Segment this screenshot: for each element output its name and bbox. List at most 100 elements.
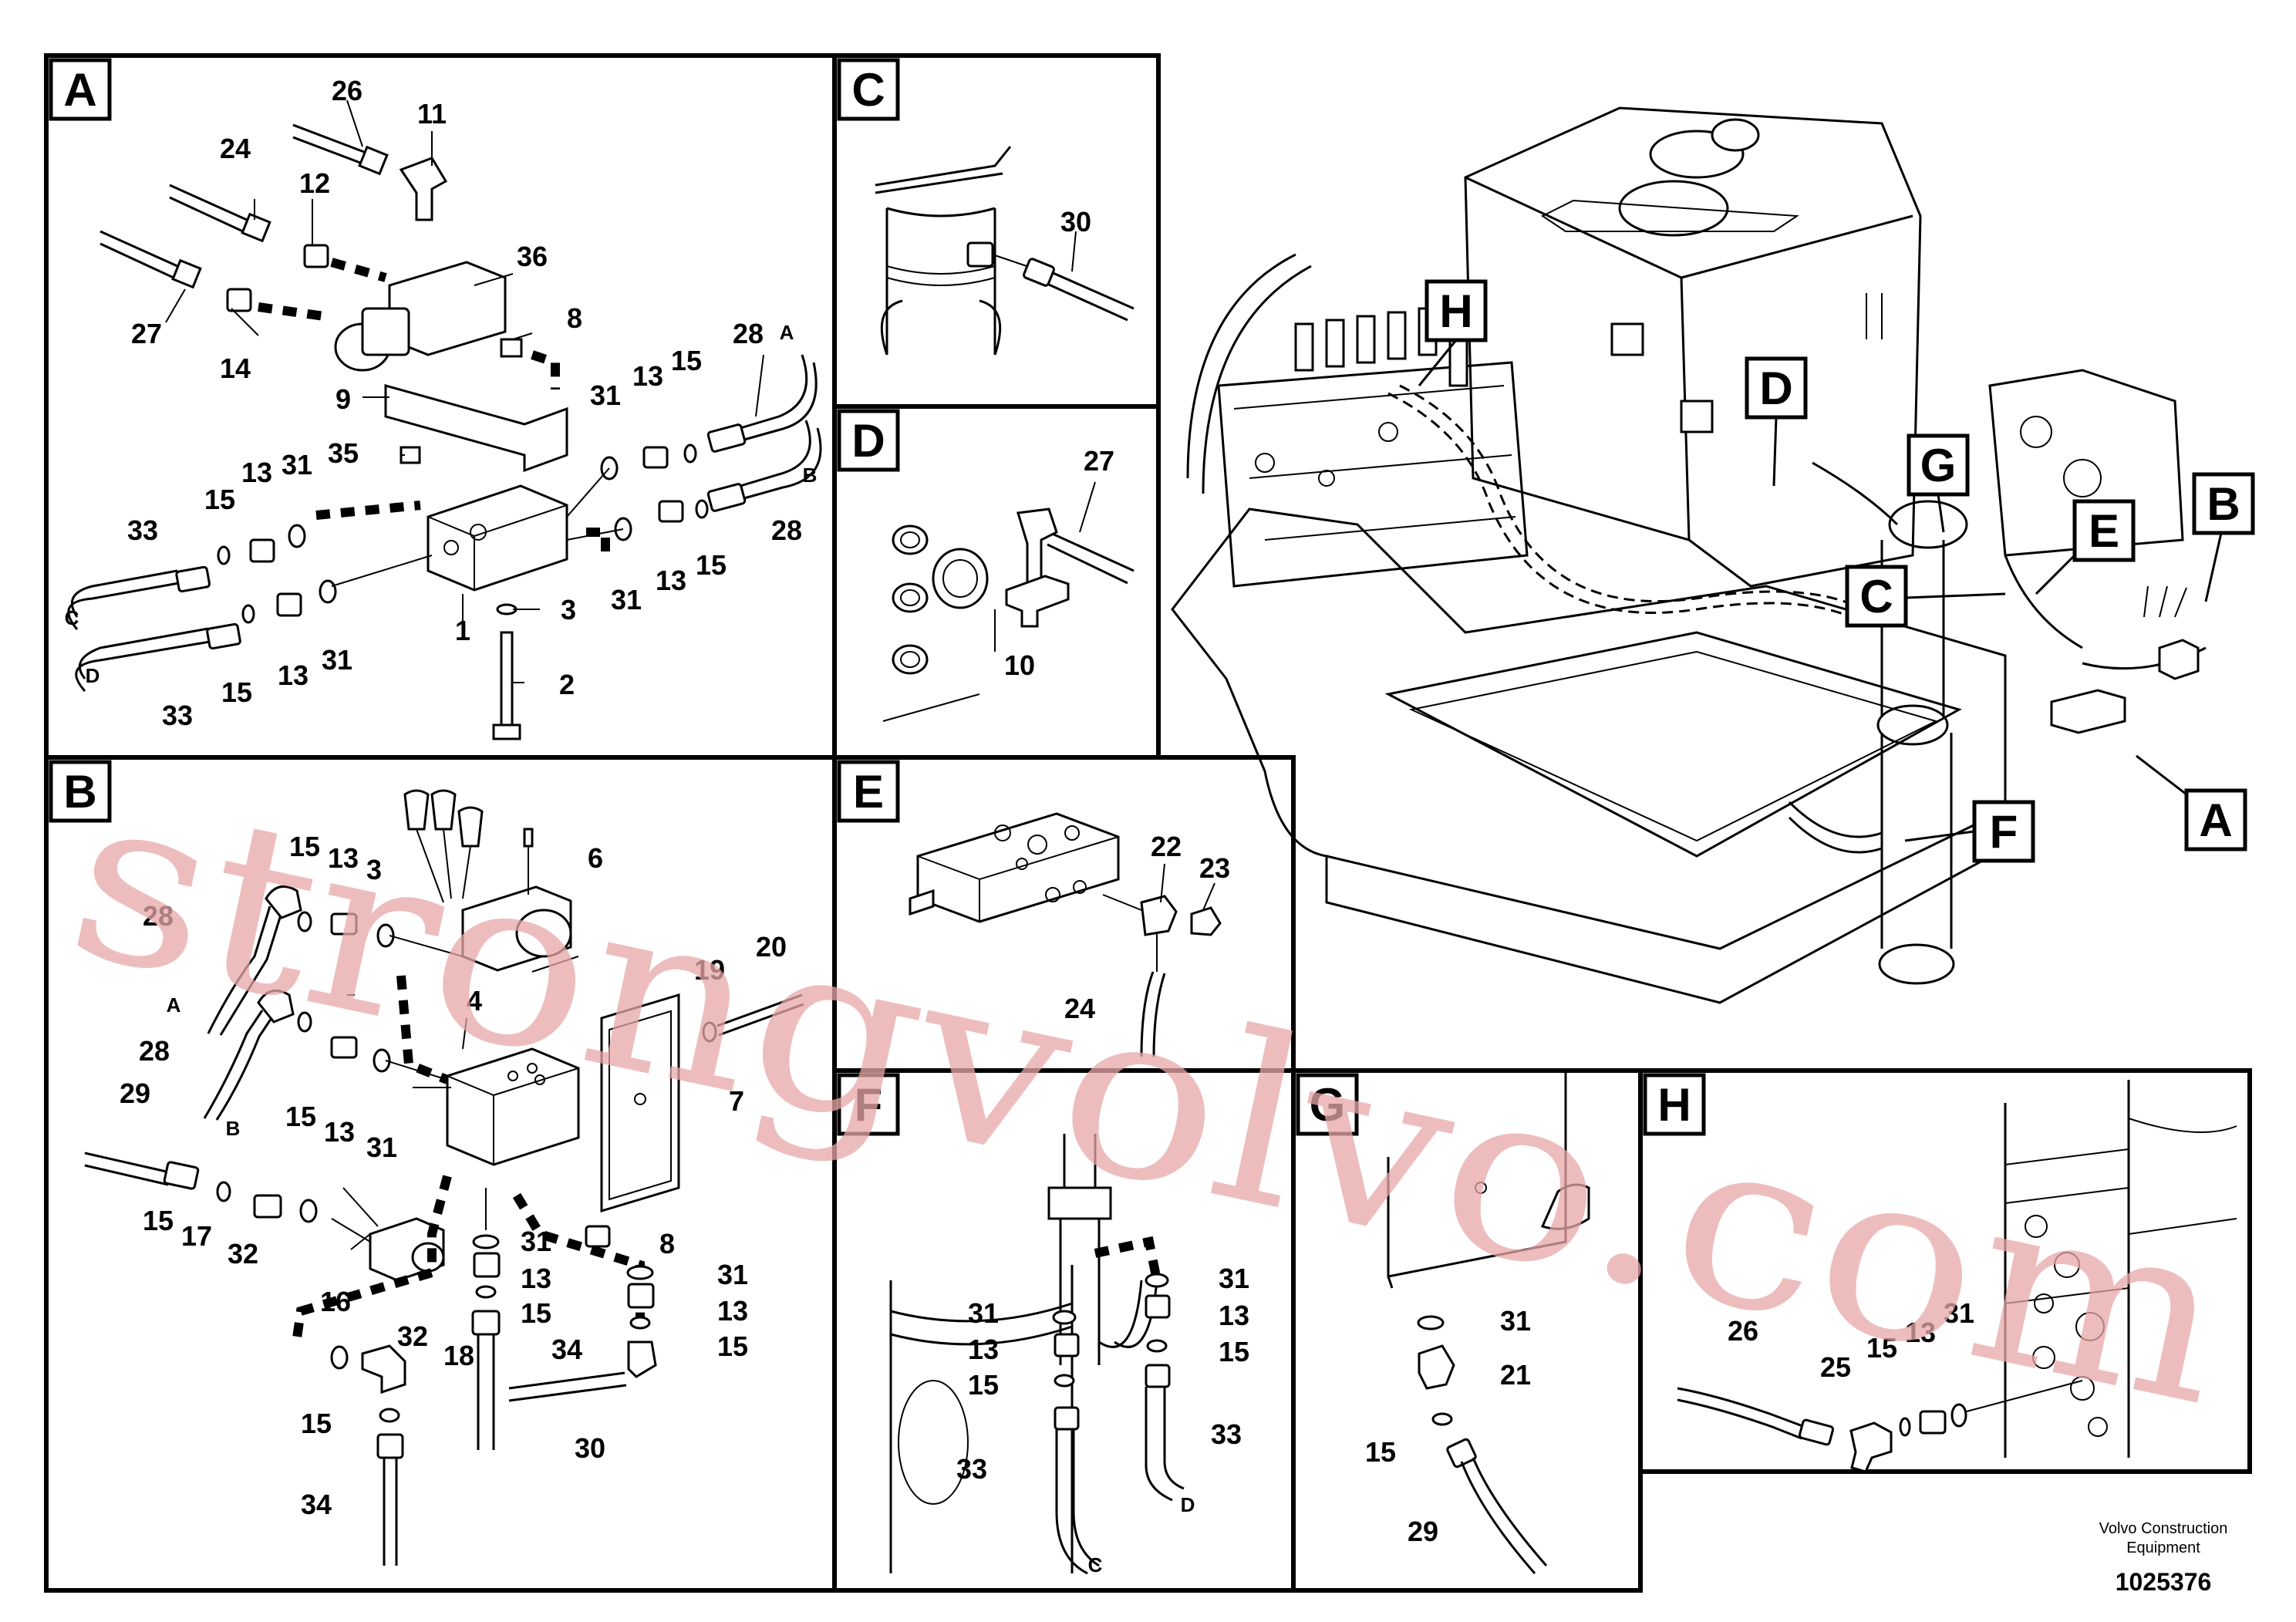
part-number: 15: [1219, 1336, 1249, 1367]
part-number: 31: [1500, 1305, 1531, 1337]
marker-h: H: [1418, 279, 1488, 386]
line-tag: D: [86, 664, 100, 687]
part-number: 15: [696, 549, 727, 581]
part-number: 13: [324, 1116, 355, 1148]
part-number: 15: [301, 1408, 332, 1439]
line-tag: B: [803, 464, 818, 487]
part-number: 33: [1211, 1418, 1242, 1450]
part-number: 15: [671, 345, 702, 376]
panel-c-art: [875, 146, 1135, 356]
marker-g: G: [1907, 433, 1970, 533]
svg-text:G: G: [1310, 1079, 1346, 1131]
part-number: 31: [521, 1226, 551, 1257]
panel-b-art: [84, 789, 804, 1566]
part-number: 29: [1408, 1516, 1438, 1547]
part-numbers-e: 22 23 24: [1064, 831, 1230, 1024]
part-number: 7: [729, 1085, 744, 1117]
svg-text:G: G: [1920, 440, 1957, 491]
part-number: 31: [717, 1259, 748, 1290]
part-number: 31: [322, 644, 352, 676]
part-number: 34: [551, 1334, 582, 1365]
svg-text:E: E: [2089, 505, 2119, 557]
marker-e: E: [2035, 499, 2136, 595]
svg-text:A: A: [63, 64, 96, 116]
part-numbers-g: 31 21 15 29: [1365, 1305, 1531, 1547]
line-tag: C: [1088, 1553, 1103, 1576]
part-number: 27: [131, 318, 162, 349]
footer-company-line1: Volvo Construction: [2099, 1520, 2228, 1537]
part-number: 28: [143, 900, 174, 932]
part-numbers-a: 26 11 24 12 36 27 14 8 9 28 35 31 13 15 …: [127, 75, 802, 731]
part-number: 24: [1064, 993, 1095, 1024]
svg-text:D: D: [1759, 363, 1792, 414]
section-labels: A C D B E F G H: [49, 58, 1706, 1136]
part-number: 15: [221, 676, 252, 708]
section-label-f: F: [837, 1073, 900, 1136]
svg-text:F: F: [1990, 806, 2018, 858]
part-number: 15: [1866, 1332, 1897, 1364]
part-number: 15: [289, 831, 320, 862]
svg-text:C: C: [1859, 571, 1893, 622]
section-label-h: H: [1643, 1073, 1706, 1136]
part-number: 13: [1905, 1317, 1936, 1348]
panel-e-art: [909, 812, 1222, 1057]
part-number: 13: [241, 457, 272, 488]
part-number: 13: [656, 565, 686, 596]
part-number: 35: [328, 437, 359, 469]
section-label-b: B: [49, 760, 112, 823]
part-number: 24: [220, 133, 251, 164]
part-number: 25: [1820, 1351, 1851, 1383]
svg-text:C: C: [851, 64, 885, 116]
part-number: 31: [1944, 1297, 1974, 1329]
footer-company-line2: Equipment: [2126, 1539, 2200, 1556]
part-number: 33: [127, 514, 158, 546]
part-number: 30: [575, 1432, 605, 1464]
line-tag: D: [1181, 1493, 1195, 1516]
footer: Volvo Construction Equipment 1025376: [2099, 1520, 2228, 1596]
part-number: 15: [968, 1369, 999, 1401]
part-number: 27: [1084, 445, 1114, 477]
part-number: 18: [443, 1340, 474, 1371]
svg-text:D: D: [851, 415, 885, 467]
part-number: 13: [521, 1263, 551, 1294]
part-number: 26: [1728, 1315, 1758, 1347]
panel-g-art: [1387, 1072, 1590, 1574]
part-number: 26: [332, 75, 362, 106]
line-tag: B: [226, 1117, 241, 1140]
part-number: 15: [285, 1101, 316, 1132]
section-label-e: E: [837, 760, 900, 823]
part-number: 21: [1500, 1359, 1531, 1391]
part-number: 13: [632, 360, 663, 392]
part-numbers-d: 27 10: [1004, 445, 1114, 681]
panel-a-art: [67, 99, 822, 740]
marker-a: A: [2136, 754, 2247, 851]
part-numbers-c: 30: [1060, 206, 1091, 238]
overview-machine: [1171, 106, 2207, 1004]
part-number: 32: [397, 1320, 428, 1352]
part-number: 31: [590, 379, 621, 411]
part-numbers-h: 26 25 15 13 31: [1728, 1297, 1974, 1383]
part-number: 13: [278, 659, 308, 691]
part-number: 30: [1060, 206, 1091, 238]
part-number: 11: [417, 98, 447, 130]
part-number: 16: [320, 1286, 351, 1317]
panel-frames: [44, 53, 2252, 1593]
part-number: 32: [228, 1238, 258, 1270]
section-label-d: D: [837, 409, 900, 472]
part-number: 14: [220, 352, 251, 384]
part-number: 33: [956, 1453, 987, 1485]
part-number: 15: [204, 484, 235, 515]
panel-h-art: [1677, 1080, 2237, 1473]
part-number: 20: [756, 931, 787, 963]
line-tag: C: [65, 606, 79, 629]
part-number: 15: [717, 1330, 748, 1362]
svg-text:E: E: [853, 766, 884, 818]
section-label-g: G: [1296, 1073, 1359, 1136]
marker-f: F: [1904, 800, 2035, 863]
panel-h-frame: [1638, 1068, 2252, 1474]
svg-text:A: A: [2199, 794, 2232, 846]
part-number: 1: [455, 615, 470, 646]
part-number: 8: [659, 1228, 675, 1259]
part-number: 28: [139, 1035, 170, 1067]
